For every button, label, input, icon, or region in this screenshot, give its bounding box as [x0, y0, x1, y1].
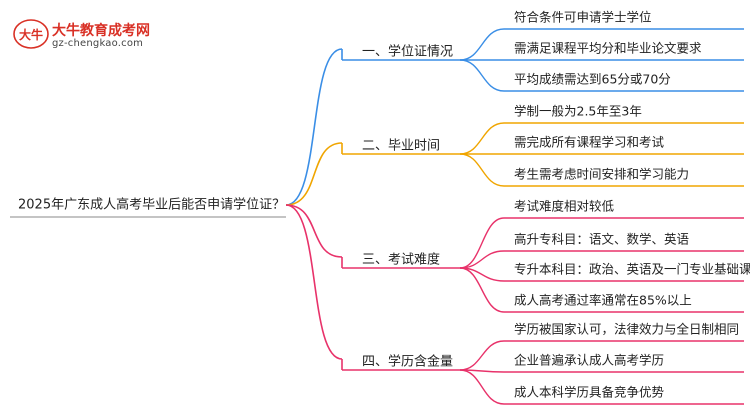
branch-3-item-4: 成人高考通过率通常在85%以上 [514, 293, 692, 308]
logo-mark-text: 大牛 [19, 27, 43, 42]
link-branch-3-item-2 [459, 250, 505, 269]
link-branch-3-item-4 [459, 267, 505, 313]
link-branch-1-item-1 [459, 28, 505, 61]
branch-1-item-2: 需满足课程平均分和毕业论文要求 [514, 41, 702, 56]
branch-3-title: 三、考试难度 [362, 252, 440, 268]
branch-3-item-2: 高升专科目：语文、数学、英语 [514, 232, 689, 247]
link-root-branch-3 [285, 204, 343, 258]
branch-1-item-1: 符合条件可申请学士学位 [514, 10, 652, 25]
logo-title: 大牛教育成考网 [52, 23, 150, 39]
nodes: 2025年广东成人高考毕业后能否申请学位证？ 一、学位证情况 符合条件可申请学士学位… [18, 10, 750, 400]
link-branch-4-item-1 [459, 340, 505, 371]
links [10, 28, 744, 405]
branch-4-item-3: 成人本科学历具备竞争优势 [514, 385, 665, 400]
link-branch-1-item-3 [459, 59, 505, 92]
branch-4-item-2: 企业普遍承认成人高考学历 [514, 353, 664, 368]
link-branch-2-item-1 [459, 122, 505, 155]
branch-4-title: 四、学历含金量 [362, 354, 453, 370]
logo-mark-icon: 大牛 [13, 19, 49, 49]
link-root-branch-2 [285, 142, 343, 206]
link-root-branch-4 [285, 204, 343, 360]
branch-2-item-1: 学制一般为2.5年至3年 [514, 104, 642, 119]
link-branch-2-item-3 [459, 153, 505, 187]
link-branch-4-item-3 [459, 369, 505, 405]
logo-url: gz-chengkao.com [52, 38, 144, 49]
branch-3-item-3: 专升本科目：政治、英语及一门专业基础课 [514, 262, 750, 277]
link-branch-3-item-1 [459, 217, 505, 269]
branch-2-item-3: 考生需考虑时间安排和学习能力 [514, 167, 689, 182]
link-root-branch-1 [285, 48, 343, 206]
branch-3-item-1: 考试难度相对较低 [514, 199, 615, 214]
branch-1-item-3: 平均成绩需达到65分或70分 [514, 72, 671, 87]
branch-2-item-2: 需完成所有课程学习和考试 [514, 135, 665, 150]
root-node: 2025年广东成人高考毕业后能否申请学位证？ [18, 197, 285, 213]
branch-1-title: 一、学位证情况 [362, 44, 453, 60]
branch-4-item-1: 学历被国家认可，法律效力与全日制相同 [514, 322, 739, 337]
branch-2-title: 二、毕业时间 [362, 139, 440, 154]
logo: 大牛 大牛教育成考网 gz-chengkao.com [12, 18, 172, 52]
